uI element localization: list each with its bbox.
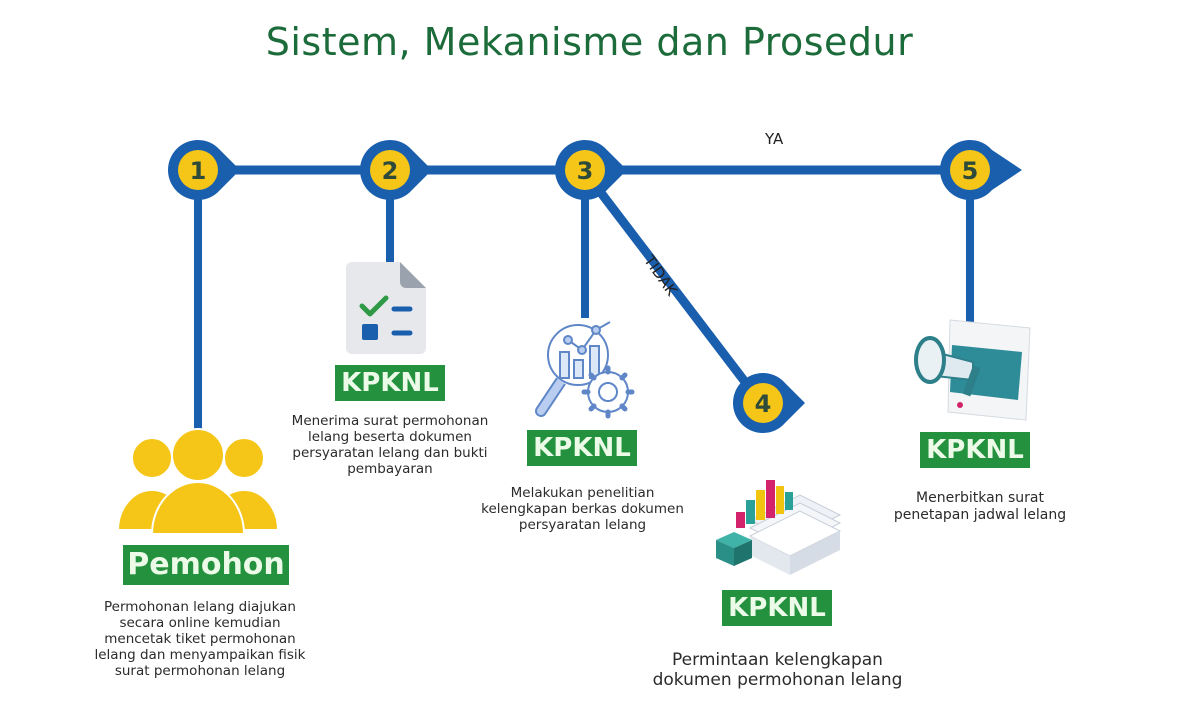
- step-description-5: Menerbitkan surat penetapan jadwal lelan…: [893, 490, 1067, 523]
- step-number-3: 3: [577, 157, 594, 185]
- connector-lines: [194, 165, 974, 435]
- step-description-1: Permohonan lelang diajukan secara online…: [94, 599, 306, 679]
- actor-label-1: Pemohon: [123, 545, 289, 585]
- step-node-2: 2: [360, 140, 432, 200]
- report-chart-documents-icon: [716, 480, 842, 575]
- megaphone-announcement-icon: [914, 319, 1031, 421]
- branch-label-yes: YA: [765, 130, 784, 148]
- line-3-4-no: [591, 182, 759, 398]
- actor-label-4: KPKNL: [722, 590, 832, 626]
- actor-label-3: KPKNL: [527, 430, 637, 466]
- step-number-4: 4: [755, 390, 772, 418]
- actor-label-5: KPKNL: [920, 432, 1030, 468]
- step-number-5: 5: [962, 157, 979, 185]
- step-node-4: 4: [733, 373, 805, 433]
- step-description-2: Menerima surat permohonan lelang beserta…: [291, 413, 489, 477]
- step-node-1: 1: [168, 140, 240, 200]
- step-node-3: 3: [555, 140, 627, 200]
- step-description-3: Melakukan penelitian kelengkapan berkas …: [481, 485, 684, 533]
- actor-label-2: KPKNL: [335, 365, 445, 401]
- step-node-5: 5: [940, 140, 1022, 200]
- step-number-2: 2: [382, 157, 399, 185]
- page-title: Sistem, Mekanisme dan Prosedur: [265, 20, 914, 64]
- step-number-1: 1: [190, 157, 207, 185]
- people-group-icon: [116, 428, 280, 535]
- step-description-4: Permintaan kelengkapan dokumen permohona…: [652, 650, 903, 691]
- analysis-magnifier-gear-icon: [535, 321, 635, 419]
- checklist-document-icon: [346, 262, 426, 354]
